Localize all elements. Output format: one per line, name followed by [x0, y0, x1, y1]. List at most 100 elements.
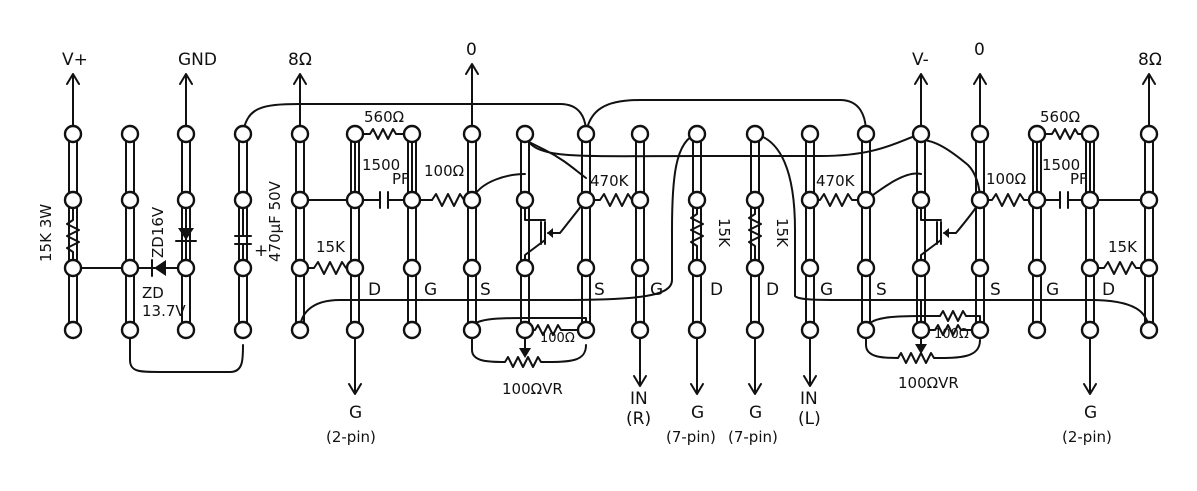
pin-d4: D: [1102, 280, 1115, 300]
solder-pad: [970, 124, 990, 144]
label-in-r: IN: [630, 389, 648, 409]
label-zero-right: 0: [974, 40, 985, 60]
strip-segment: [125, 267, 135, 331]
strip-segment: [635, 267, 645, 331]
solder-pad: [745, 258, 765, 278]
pin-s4: S: [990, 280, 1001, 300]
strip-segment: [68, 267, 78, 331]
solder-pad: [120, 258, 140, 278]
solder-pad: [345, 320, 365, 340]
solder-pad: [402, 320, 422, 340]
solder-pad: [120, 190, 140, 210]
label-g-2pin-left: G: [349, 403, 362, 423]
solder-pad: [402, 258, 422, 278]
strip-segment: [1144, 199, 1154, 269]
solder-pad: [462, 190, 482, 210]
solder-pad: [1139, 258, 1159, 278]
solder-pad: [1139, 124, 1159, 144]
pin-s2: S: [594, 280, 605, 300]
solder-pad: [1027, 124, 1047, 144]
strip-segment: [692, 133, 702, 201]
label-470k-left: 470K: [590, 172, 630, 190]
label-zd16v: ZD16V: [149, 206, 167, 258]
strip-segment: [125, 199, 135, 269]
strip-segment: [975, 199, 985, 269]
solder-pad: [63, 124, 83, 144]
solder-pad: [462, 124, 482, 144]
label-zero-left: 0: [466, 40, 477, 60]
solder-pad: [1027, 320, 1047, 340]
solder-pad: [462, 258, 482, 278]
label-15k-3w: 15K 3W: [37, 204, 55, 262]
solder-pad: [911, 320, 931, 340]
label-speaker-right: 8Ω: [1138, 50, 1162, 70]
solder-pad: [800, 190, 820, 210]
pin-s3: S: [876, 280, 887, 300]
solder-pad: [290, 320, 310, 340]
strip-segment: [295, 133, 305, 201]
strip-segment: [295, 267, 305, 331]
label-560-right: 560Ω: [1040, 108, 1080, 126]
labels: V+ GND 8Ω 0 V- 0 8Ω 15K 3W ZD16V ZD 13.7…: [37, 40, 1162, 446]
strip-segment: [181, 267, 191, 331]
strip-segment: [581, 133, 591, 201]
solder-pad: [576, 320, 596, 340]
strip-segment: [1144, 133, 1154, 201]
solder-pad: [345, 190, 365, 210]
strip-segment: [581, 199, 591, 269]
solder-pad: [1027, 190, 1047, 210]
solder-pad: [1027, 258, 1047, 278]
solder-pad: [63, 258, 83, 278]
solder-pad: [745, 320, 765, 340]
label-g-7pin-a: G: [691, 403, 704, 423]
solder-pad: [120, 320, 140, 340]
solder-pad: [233, 320, 253, 340]
strip-segment: [1085, 199, 1095, 269]
solder-pad: [1080, 258, 1100, 278]
strip-segment: [750, 133, 760, 201]
solder-pad: [1080, 190, 1100, 210]
strip-segment: [125, 133, 135, 201]
solder-pad: [911, 124, 931, 144]
solder-pad: [290, 124, 310, 144]
pin-d3: D: [766, 280, 779, 300]
pin-d2: D: [710, 280, 723, 300]
solder-pad: [911, 190, 931, 210]
label-470k-right: 470K: [816, 172, 856, 190]
solder-pad: [63, 320, 83, 340]
label-7pin-b: (7-pin): [728, 428, 778, 446]
label-g-7pin-b: G: [749, 403, 762, 423]
strip-segment: [861, 199, 871, 269]
strip-segment: [635, 133, 645, 201]
label-vr-right: 100ΩVR: [898, 374, 959, 392]
solder-pad: [800, 258, 820, 278]
label-in-l-paren: (L): [798, 409, 821, 429]
solder-pad: [630, 190, 650, 210]
label-gnd: GND: [178, 50, 217, 70]
solder-pads: [63, 124, 1159, 340]
solder-pad: [176, 190, 196, 210]
strip-segment: [916, 133, 926, 201]
label-100-right: 100Ω: [986, 170, 1026, 188]
solder-pad: [176, 320, 196, 340]
label-zd: ZD: [142, 284, 164, 302]
solder-pad: [176, 258, 196, 278]
label-zd-13-7v: 13.7V: [142, 302, 186, 320]
solder-pad: [576, 124, 596, 144]
solder-pad: [176, 124, 196, 144]
solder-pad: [345, 258, 365, 278]
solder-pad: [290, 190, 310, 210]
strip-segment: [238, 133, 248, 201]
pin-g4: G: [1046, 280, 1059, 300]
strip-segment: [635, 199, 645, 269]
label-pf-right: PF: [1070, 170, 1088, 188]
solder-pad: [856, 124, 876, 144]
label-100-source-right: 100Ω: [934, 327, 969, 342]
label-15k-left: 15K: [316, 238, 346, 256]
solder-pad: [800, 124, 820, 144]
solder-pad: [800, 320, 820, 340]
pin-g2: G: [650, 280, 663, 300]
solder-pad: [515, 258, 535, 278]
strip-segment: [295, 199, 305, 269]
